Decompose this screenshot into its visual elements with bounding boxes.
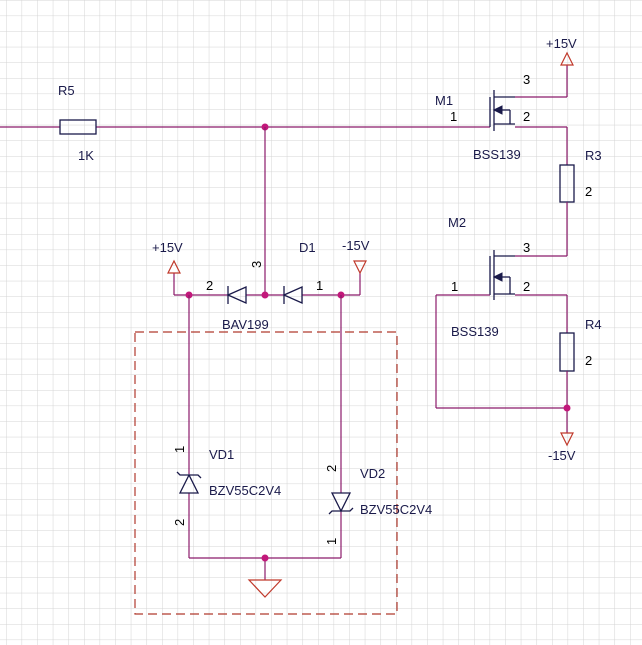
vd1-pin-1: 1: [172, 446, 187, 453]
power-label-bottom-minus15: -15V: [548, 448, 576, 463]
m1-drain-wire: [515, 65, 568, 98]
r5-ref-label: R5: [58, 83, 75, 98]
m1-source-wire: [515, 126, 568, 165]
r3-ref-label: R3: [585, 148, 602, 163]
vd2-part-label: BZV55C2V4: [360, 502, 432, 517]
d1-pin-2: 2: [206, 278, 213, 293]
transistor-m1[interactable]: [489, 90, 515, 131]
vd2-ref-label: VD2: [360, 466, 385, 481]
m2-source-wire: [515, 294, 568, 333]
protection-group-box: [134, 331, 398, 615]
power-arrow-top-plus15: [560, 51, 574, 66]
junction-dot-ground: [261, 554, 269, 562]
vd2-pin-1: 1: [324, 538, 339, 545]
vd1-part-label: BZV55C2V4: [209, 483, 281, 498]
power-label-d1-plus15: +15V: [152, 240, 183, 255]
m2-pin-2: 2: [523, 279, 530, 294]
power-arrow-bottom-minus15: [560, 432, 574, 447]
m1-pin-3: 3: [523, 72, 530, 87]
d1-pin-1: 1: [316, 278, 323, 293]
r4-ref-label: R4: [585, 317, 602, 332]
junction-dot-r4: [563, 404, 571, 412]
r5-value-label: 1K: [78, 148, 94, 163]
m2-ref-label: M2: [448, 215, 466, 230]
transistor-m2[interactable]: [489, 250, 515, 300]
r3-to-m2-wire: [515, 202, 568, 257]
d1-wires: [173, 127, 361, 296]
power-arrow-d1-minus15: [353, 260, 367, 275]
zener-diode-vd2[interactable]: [328, 492, 354, 515]
r3-pin-label: 2: [585, 184, 592, 199]
zener-diode-vd1[interactable]: [176, 471, 202, 494]
junction-dot-d1-center: [261, 291, 269, 299]
power-arrow-d1-plus15: [167, 259, 181, 274]
m1-part-label: BSS139: [473, 147, 521, 162]
vd1-pin-2: 2: [172, 519, 187, 526]
m2-pin-3: 3: [523, 240, 530, 255]
power-label-d1-minus15: -15V: [342, 238, 370, 253]
resistor-r5[interactable]: [59, 119, 97, 135]
m1-pin-1: 1: [450, 109, 457, 124]
power-label-top-plus15: +15V: [546, 36, 577, 51]
m1-ref-label: M1: [435, 93, 453, 108]
vd1-ref-label: VD1: [209, 447, 234, 462]
diode-d1[interactable]: [226, 285, 303, 305]
r4-pin-label: 2: [585, 353, 592, 368]
d1-ref-label: D1: [299, 240, 316, 255]
m2-part-label: BSS139: [451, 324, 499, 339]
ground-symbol: [247, 579, 283, 598]
vd2-pin-2: 2: [324, 465, 339, 472]
m2-pin-1: 1: [451, 279, 458, 294]
d1-pin-3: 3: [249, 261, 264, 268]
zener-wires: [188, 295, 342, 580]
m1-pin-2: 2: [523, 109, 530, 124]
d1-part-label: BAV199: [222, 317, 269, 332]
m2-gate-loop-wire: [435, 294, 567, 409]
